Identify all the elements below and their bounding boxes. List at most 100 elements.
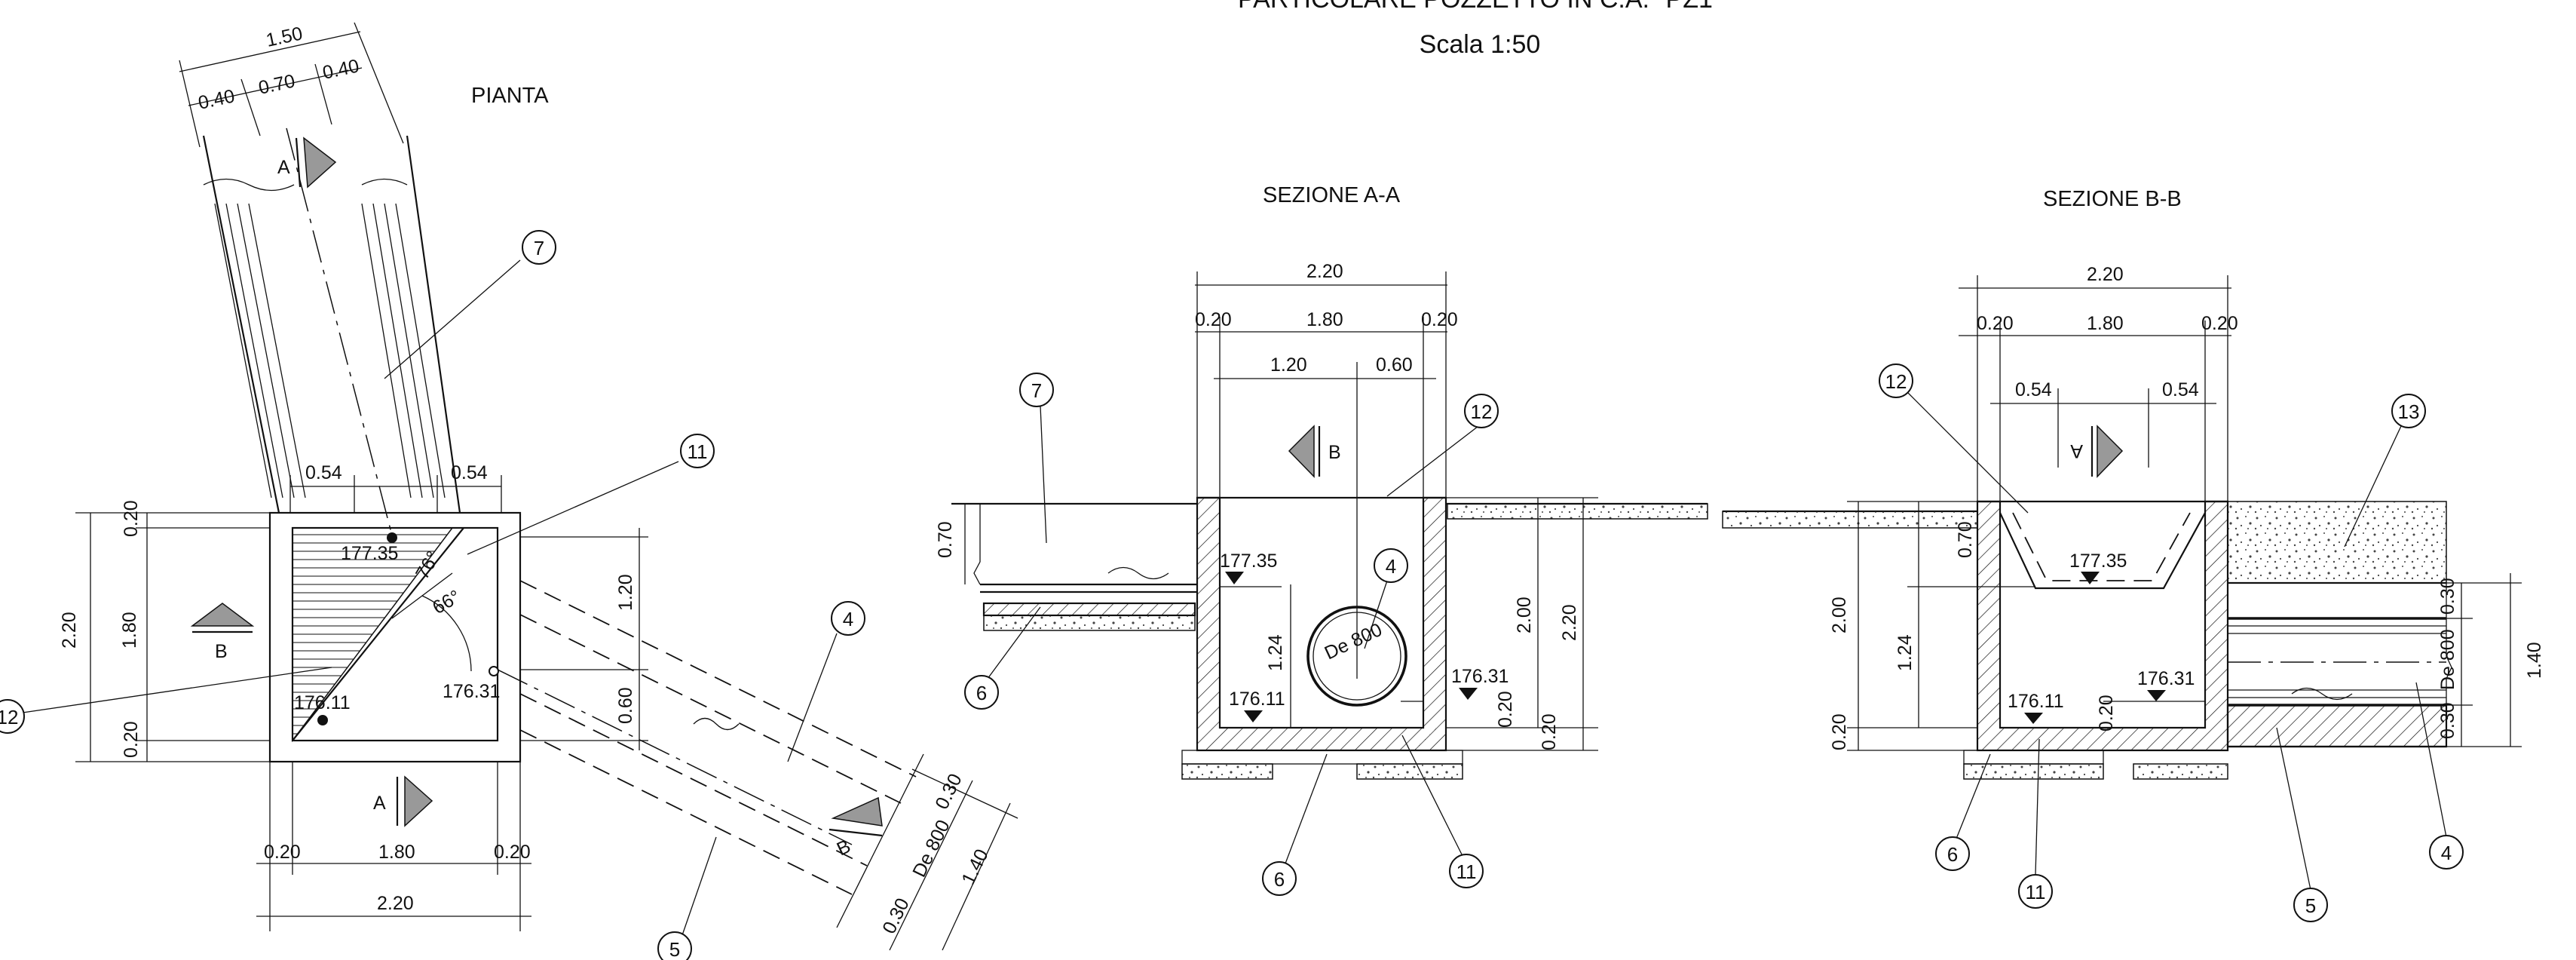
plan-dim-pipe-right: 0.40 (320, 55, 360, 84)
plan-mark-a-bottom: A (373, 793, 386, 814)
sec-bb-chamber (1963, 500, 2229, 765)
sec-aa-level-inlet: 177.35 (1220, 551, 1277, 572)
sec-bb-dim-a: 0.30 (2437, 578, 2458, 615)
plan-dim-pipe-total: 1.50 (264, 23, 304, 51)
sec-bb-dim-p1: 0.54 (2015, 379, 2052, 400)
callout-4-aa: 4 (1386, 555, 1396, 578)
drawing-scale: Scala 1:50 (1420, 30, 1541, 59)
plan-top-dims: 1.50 0.40 0.70 0.40 (179, 22, 404, 148)
plan-outlet-pipe (519, 580, 1018, 951)
sec-bb-level-outlet: 176.31 (2137, 668, 2195, 689)
sec-aa-dim-w1: 0.20 (1195, 309, 1232, 330)
plan-level-bottom: 176.11 (294, 692, 351, 713)
sec-bb-dim-w2: 1.80 (2087, 313, 2124, 334)
plan-left-dims: 2.20 1.80 0.20 0.20 (59, 500, 270, 762)
sec-bb-dim-slab: 0.20 (2096, 695, 2117, 732)
callout-12-aa: 12 (1471, 400, 1493, 423)
sec-aa-dim-depth: 0.70 (935, 521, 956, 558)
sec-aa-dim-p2: 0.60 (1376, 354, 1413, 376)
plan-level-outlet: 176.31 (443, 681, 500, 702)
callout-11-aa: 11 (1456, 860, 1477, 883)
sec-bb-levels: 177.35 176.31 176.11 0.20 (2008, 551, 2195, 732)
plan-angle-2: 66° (429, 586, 464, 618)
sec-bb-right-side (2226, 501, 2452, 748)
section-bb-label: SEZIONE B-B (2043, 187, 2182, 211)
plan-section-mark-a-top: A (277, 136, 337, 189)
sec-aa-dim-h: 1.24 (1265, 634, 1286, 671)
sec-bb-dim-b: De 800 (2437, 629, 2458, 690)
section-bb: SEZIONE B-B 2.20 0.20 1.80 0.20 0.54 0.5… (1722, 187, 2545, 780)
sec-aa-level-bottom: 176.11 (1229, 689, 1285, 710)
sec-bb-dim-inner: 2.00 (1829, 597, 1850, 633)
sec-aa-mark-b-label: B (1328, 442, 1341, 463)
plan-dim-pipe-mid: 0.70 (256, 70, 296, 99)
plan-label: PIANTA (471, 84, 549, 108)
plan-section-mark-b-left: B (190, 603, 255, 662)
callout-12-plan: 12 (0, 706, 18, 728)
plan-dim-out-3: 0.30 (878, 895, 914, 937)
callout-6-aa-bottom: 6 (1274, 868, 1285, 891)
callout-6-bb: 6 (1947, 843, 1958, 866)
callouts: 7 11 12 4 5 7 6 12 4 6 11 12 (0, 230, 2464, 960)
sec-aa-level-outlet: 176.31 (1451, 666, 1509, 687)
callout-5-plan: 5 (669, 938, 680, 960)
plan-dim-out-2: De 800 (908, 817, 954, 881)
sec-bb-dim-total: 1.40 (2524, 642, 2545, 679)
sec-aa-dim-w3: 0.20 (1421, 309, 1458, 330)
plan-top-edge-dims: 0.54 0.54 (289, 462, 502, 513)
sec-bb-level-inlet: 177.35 (2069, 551, 2127, 572)
plan-outlet-dims: 0.30 De 800 0.30 1.40 (878, 771, 993, 937)
callout-12-bb: 12 (1885, 370, 1907, 393)
callout-4-plan: 4 (843, 608, 853, 630)
plan-dim-left-total: 2.20 (59, 612, 80, 649)
callout-7-plan: 7 (534, 237, 544, 259)
sec-aa-dim-w2: 1.80 (1306, 309, 1343, 330)
sec-aa-top-dims: 2.20 0.20 1.80 0.20 1.20 0.60 (1195, 261, 1458, 679)
plan-mark-b-outlet: B (834, 836, 854, 860)
sec-aa-pipe-label: De 800 (1322, 619, 1386, 664)
sec-aa-dim-total-h: 2.20 (1559, 604, 1580, 641)
callout-4-bb: 4 (2441, 842, 2452, 864)
sec-aa-dim-total: 2.20 (1306, 261, 1343, 282)
callout-11-plan: 11 (688, 440, 708, 463)
sec-aa-dim-slab: 0.20 (1495, 691, 1516, 728)
sec-bb-top-dims: 2.20 0.20 1.80 0.20 0.54 0.54 (1959, 264, 2238, 501)
sec-bb-dim-p2: 0.54 (2162, 379, 2199, 400)
plan-dim-left-inner: 1.80 (119, 612, 140, 649)
plan-bottom-dims: 0.20 1.80 0.20 2.20 (256, 762, 531, 931)
plan-mark-a-top: A (277, 157, 290, 178)
plan-dim-bottom-left: 0.20 (264, 842, 301, 863)
plan-right-dims: 1.20 0.60 (520, 528, 648, 750)
callout-13-bb: 13 (2398, 400, 2420, 423)
section-aa-label: SEZIONE A-A (1263, 183, 1401, 207)
sec-aa-side-dims: 0.70 1.24 2.00 2.20 0.20 0.20 (935, 497, 1598, 751)
callout-11-bb: 11 (2026, 881, 2046, 903)
sec-bb-dim-base: 0.20 (1829, 713, 1850, 750)
sec-bb-left-dims: 2.00 0.70 1.24 0.20 (1829, 501, 2000, 751)
plan-chamber (268, 511, 853, 845)
sec-aa-levels: 177.35 176.31 176.11 (1220, 551, 1509, 722)
plan-dim-right-lower: 0.60 (615, 687, 636, 724)
sec-bb-dim-w3: 0.20 (2201, 313, 2238, 334)
sec-bb-level-bottom: 176.11 (2008, 691, 2064, 712)
sec-bb-dim-w1: 0.20 (1977, 313, 2014, 334)
sec-bb-mark-a-label: A (2070, 440, 2083, 462)
callout-7-aa: 7 (1031, 379, 1042, 402)
plan-inlet-pipe (202, 127, 461, 536)
plan-mark-b-left: B (215, 641, 228, 662)
sec-bb-mark-a: A (2070, 425, 2124, 478)
plan-dim-edge-right: 0.54 (451, 462, 488, 483)
sec-bb-dim-depth: 0.70 (1955, 521, 1976, 558)
plan-section-mark-a-bottom: A (373, 775, 433, 827)
sec-aa-dim-p1: 1.20 (1270, 354, 1307, 376)
sec-aa-dim-base: 0.20 (1539, 713, 1560, 750)
plan-level-inlet: 177.35 (341, 543, 398, 564)
drawing-title: PARTICOLARE POZZETTO IN C.A. "PZ1" (1238, 0, 1722, 14)
sec-aa-chamber: De 800 (1181, 496, 1463, 765)
plan-dim-bottom-inner: 1.80 (378, 842, 415, 863)
plan-view: PIANTA 1.50 0.40 0.70 (59, 22, 1018, 951)
plan-dim-left-top: 0.20 (121, 500, 142, 537)
sec-bb-dim-h: 1.24 (1894, 634, 1916, 671)
plan-dim-bottom-total: 2.20 (377, 893, 414, 914)
callout-5-bb: 5 (2305, 894, 2316, 917)
